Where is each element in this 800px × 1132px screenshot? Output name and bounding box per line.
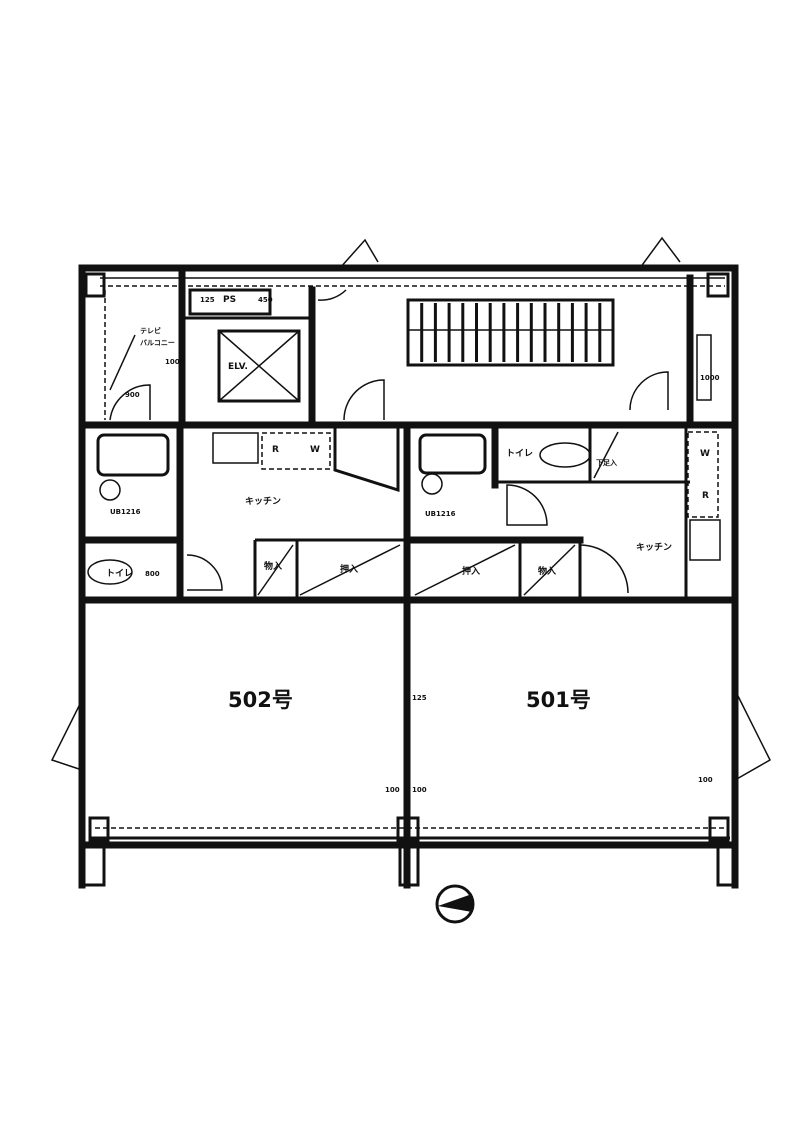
bath-label: UB1216 xyxy=(110,508,141,516)
fridge-label: R xyxy=(272,445,279,455)
dimension-label: 1000 xyxy=(700,374,720,382)
bath-label: UB1216 xyxy=(425,510,456,518)
kitchen-label: キッチン xyxy=(245,496,281,507)
dimension-label: 125 xyxy=(412,694,427,702)
window-door xyxy=(734,689,771,781)
note-label: テレビ xyxy=(140,326,161,335)
bathtub xyxy=(96,433,170,477)
window-door xyxy=(50,699,83,771)
fridge-label: R xyxy=(702,491,709,501)
column xyxy=(396,816,420,842)
unit-501-service xyxy=(403,421,739,604)
elevator-shaft xyxy=(217,329,301,403)
dimension-label: 100 xyxy=(385,786,400,794)
note-label: バルコニー xyxy=(140,339,175,347)
door-swing xyxy=(629,371,669,411)
shoe-box-label: 下足入 xyxy=(596,459,617,467)
sink xyxy=(212,432,259,464)
entry-door xyxy=(639,236,681,269)
elevator-label: ELV. xyxy=(228,362,248,372)
kitchen-label: キッチン xyxy=(636,542,672,553)
entry-door xyxy=(339,238,379,269)
washer-label: W xyxy=(310,445,320,455)
toilet-fixture xyxy=(87,559,133,585)
dimension-label: 100 xyxy=(698,776,713,784)
closet-label: 物入 xyxy=(264,560,282,572)
unit-502-label: 502号 xyxy=(228,688,293,712)
closet-label: 押入 xyxy=(340,563,358,575)
unit-502-service xyxy=(78,421,411,604)
north-arrow-icon xyxy=(435,884,475,924)
dimension-label: 125 xyxy=(200,296,215,304)
door-swing xyxy=(317,289,347,301)
toilet-label: トイレ xyxy=(506,448,533,459)
washer-label: W xyxy=(700,449,710,459)
dimension-label: 1000 xyxy=(165,358,185,366)
closet-label: 物入 xyxy=(538,565,556,577)
unit-501-label: 501号 xyxy=(526,688,591,712)
bathtub xyxy=(418,433,487,475)
column xyxy=(708,816,730,842)
dimension-label: 800 xyxy=(145,570,160,578)
staircase xyxy=(406,298,615,367)
door-swing xyxy=(343,379,385,421)
balcony xyxy=(82,816,738,887)
toilet-label: トイレ xyxy=(106,568,133,579)
dimension-label: 100 xyxy=(412,786,427,794)
dimension-label: 900 xyxy=(125,391,140,399)
dimension-label: 450 xyxy=(258,296,273,304)
ps-label: PS xyxy=(223,295,236,305)
closet-label: 押入 xyxy=(462,565,480,577)
column xyxy=(88,816,110,842)
common-core xyxy=(78,236,739,429)
toilet-fixture xyxy=(539,442,591,468)
sink xyxy=(689,519,721,561)
